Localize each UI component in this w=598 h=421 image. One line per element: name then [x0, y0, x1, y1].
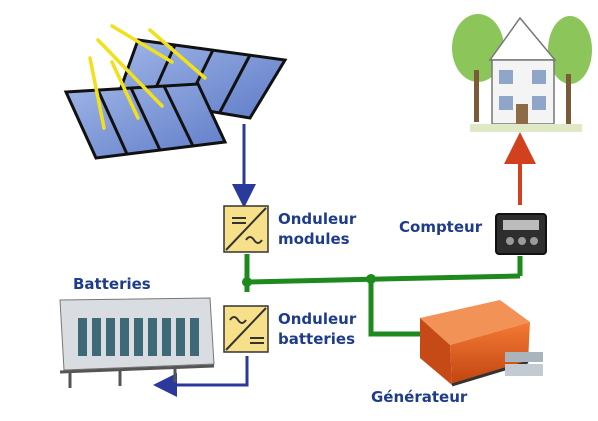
inverter-modules [223, 205, 269, 253]
dc-line-batteries [153, 356, 249, 397]
inverter-batteries-label-line2: batteries [278, 330, 355, 348]
inverter-icon-batteries [225, 307, 267, 351]
meter [495, 213, 547, 255]
generator-label: Générateur [371, 388, 468, 406]
battery-bank [59, 297, 215, 388]
batteries-label: Batteries [73, 275, 151, 293]
inverter-batteries [223, 305, 269, 353]
house-illustration [452, 14, 592, 132]
meter-label: Compteur [399, 218, 483, 236]
inverter-modules-label-line2: modules [278, 230, 350, 248]
inverter-icon [225, 207, 267, 251]
meter-icon [503, 220, 539, 245]
bus-node-left [242, 277, 252, 287]
inverter-modules-label-line1: Onduleur [278, 210, 357, 228]
generator [420, 300, 543, 387]
solar-panels [63, 24, 288, 160]
inverter-batteries-label-line1: Onduleur [278, 310, 357, 328]
bus-node-right [366, 274, 376, 284]
